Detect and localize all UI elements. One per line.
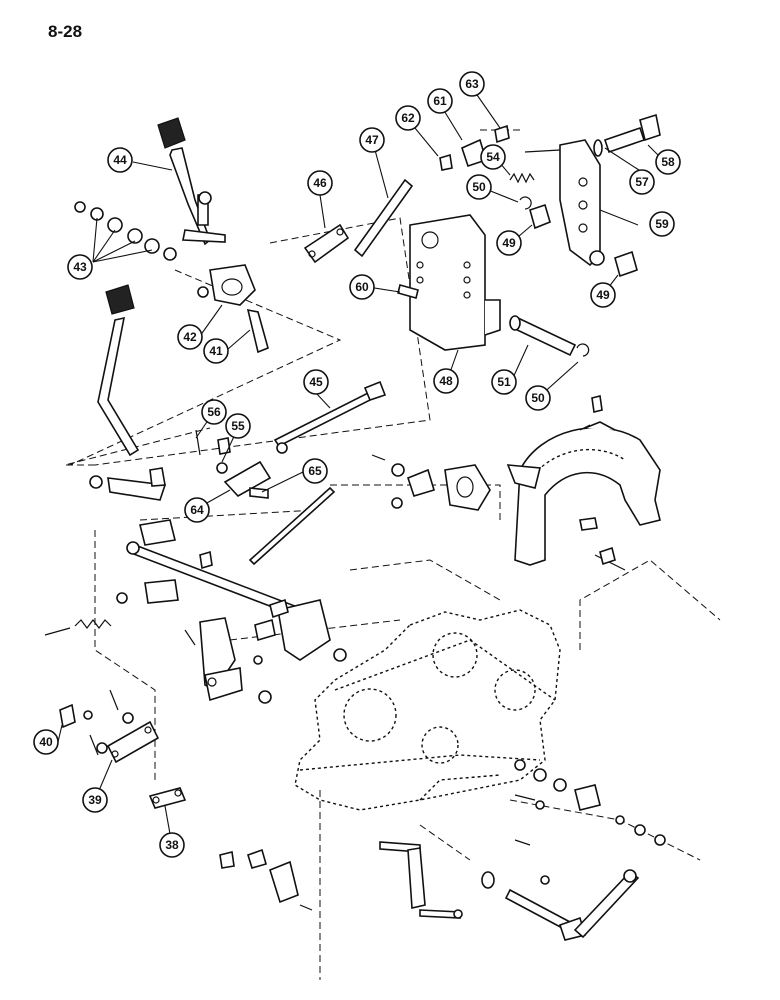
callout-label: 60 — [355, 280, 369, 294]
callout-label: 47 — [365, 133, 379, 147]
callout-label: 62 — [401, 111, 415, 125]
callout-38: 38 — [159, 832, 185, 858]
callout-label: 39 — [88, 793, 102, 807]
callout-label: 51 — [497, 375, 511, 389]
callout-label: 38 — [165, 838, 179, 852]
callout-label: 50 — [531, 391, 545, 405]
callout-50-upper: 50 — [466, 174, 492, 200]
callout-64: 64 — [184, 497, 210, 523]
callout-62: 62 — [395, 105, 421, 131]
callout-label: 44 — [113, 153, 127, 167]
page-number: 8-28 — [48, 22, 83, 41]
callout-63: 63 — [459, 71, 485, 97]
callout-label: 65 — [308, 464, 322, 478]
callout-47: 47 — [359, 127, 385, 153]
callout-label: 48 — [439, 374, 453, 388]
callout-61: 61 — [427, 88, 453, 114]
callout-label: 55 — [231, 419, 245, 433]
callout-label: 57 — [635, 175, 649, 189]
callout-label: 49 — [502, 236, 516, 250]
fender-bracket — [506, 395, 661, 571]
callout-58: 58 — [655, 149, 681, 175]
callout-40: 40 — [33, 729, 59, 755]
callout-65: 65 — [302, 458, 328, 484]
callout-label: 41 — [209, 344, 223, 358]
shift-lever-lower — [89, 284, 387, 566]
callout-label: 58 — [661, 155, 675, 169]
callout-50-lower: 50 — [525, 385, 551, 411]
callout-label: 49 — [596, 288, 610, 302]
callout-label: 64 — [190, 503, 204, 517]
callout-label: 40 — [39, 735, 53, 749]
callout-label: 59 — [655, 217, 669, 231]
callout-label: 42 — [183, 330, 197, 344]
callout-label: 56 — [207, 405, 221, 419]
callout-label: 43 — [73, 260, 87, 274]
linkage-shafts — [44, 519, 347, 704]
callout-48: 48 — [433, 368, 459, 394]
callout-label: 54 — [486, 150, 500, 164]
transmission-housing — [294, 609, 561, 811]
callout-60: 60 — [349, 274, 375, 300]
shift-plate-assembly — [303, 113, 661, 357]
callout-49-upper: 49 — [496, 230, 522, 256]
callout-55: 55 — [225, 413, 251, 439]
cable-bracket — [371, 454, 491, 511]
callout-49-lower: 49 — [590, 282, 616, 308]
callout-59: 59 — [649, 211, 675, 237]
callout-41: 41 — [203, 338, 229, 364]
callout-label: 50 — [472, 180, 486, 194]
callout-44: 44 — [107, 147, 133, 173]
callout-label: 63 — [465, 77, 479, 91]
callout-56: 56 — [201, 399, 227, 425]
lower-link-group — [59, 689, 313, 911]
callout-51: 51 — [491, 369, 517, 395]
callout-label: 46 — [313, 176, 327, 190]
callout-45: 45 — [303, 369, 329, 395]
callout-54: 54 — [480, 144, 506, 170]
callout-label: 61 — [433, 94, 447, 108]
callout-46: 46 — [307, 170, 333, 196]
callout-57: 57 — [629, 169, 655, 195]
callout-39: 39 — [82, 787, 108, 813]
lower-shaft-group — [379, 759, 666, 941]
callout-label: 45 — [309, 375, 323, 389]
callout-43: 43 — [67, 254, 93, 280]
callout-42: 42 — [177, 324, 203, 350]
shift-lever-upper — [74, 117, 269, 354]
